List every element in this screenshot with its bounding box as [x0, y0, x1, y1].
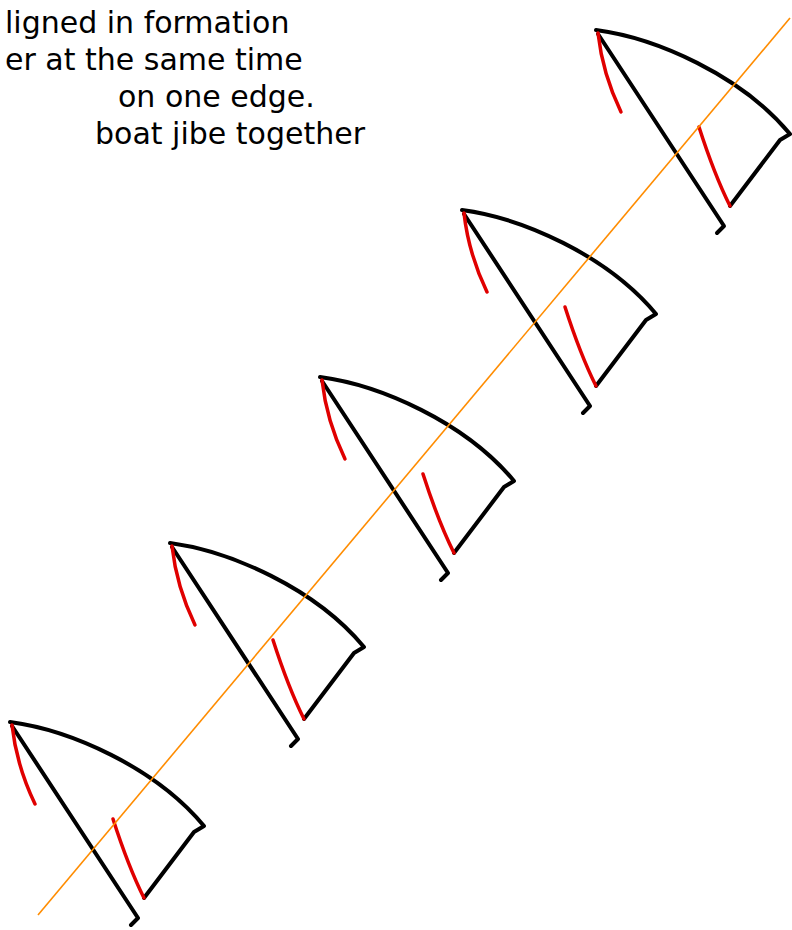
note-text: boat jibe together [95, 115, 365, 152]
note-text: ligned in formation [5, 4, 289, 41]
alignment-line [38, 18, 790, 915]
note-text: on one edge. [118, 78, 315, 115]
boat [596, 30, 790, 233]
boat [462, 210, 656, 413]
boat [320, 377, 514, 580]
note-text: er at the same time [5, 41, 303, 78]
boat [170, 543, 364, 746]
